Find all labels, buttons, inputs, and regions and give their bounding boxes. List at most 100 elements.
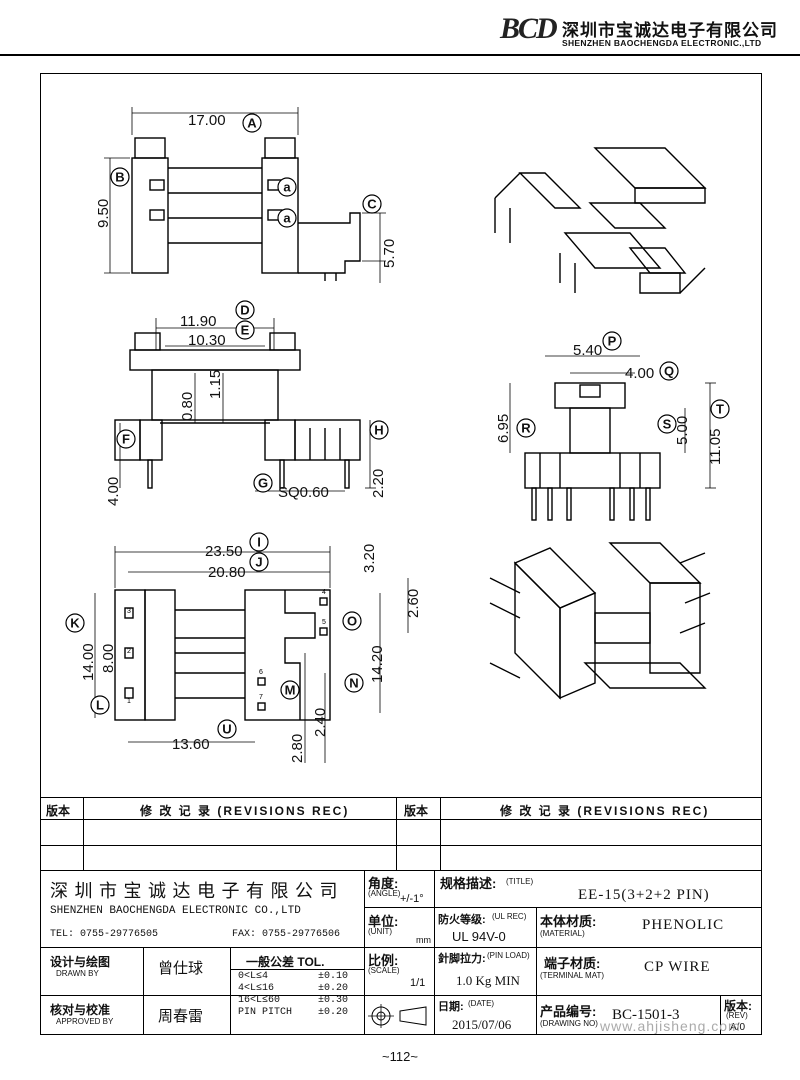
- dim-280: 2.80: [289, 734, 306, 763]
- tol-range: 4<L≤16: [238, 983, 275, 994]
- page-number: ~112~: [382, 1049, 418, 1064]
- pin-number-7: 7: [259, 694, 263, 701]
- bubble-j: J: [249, 552, 269, 572]
- bubble-l: L: [90, 695, 110, 715]
- projection-symbol: [368, 1004, 427, 1028]
- bubble-u: U: [217, 719, 237, 739]
- watermark: www.ahjisheng.com: [600, 1018, 741, 1034]
- tb-scale-value: 1/1: [410, 977, 426, 989]
- dim-q: 4.00: [625, 365, 654, 382]
- svg-text:K: K: [70, 616, 80, 631]
- dim-j: 20.80: [208, 564, 246, 581]
- header-rule: [0, 54, 800, 56]
- bubble-p: P: [602, 331, 622, 351]
- svg-text:J: J: [255, 555, 262, 570]
- dim-e: 10.30: [188, 332, 226, 349]
- tol-value: ±0.30: [318, 995, 349, 1006]
- tb-company-cn: 深 圳 市 宝 诚 达 电 子 有 限 公 司: [50, 881, 339, 901]
- bubble-b: B: [110, 167, 130, 187]
- top-view: [131, 137, 361, 281]
- tb-drawing-label: 产品编号:: [540, 1004, 597, 1019]
- drawing-frame: [40, 73, 762, 1035]
- tb-drawn-label: 设计与绘图: [50, 955, 111, 969]
- tb-date-en: (DATE): [468, 999, 495, 1008]
- svg-text:T: T: [716, 402, 724, 417]
- tb-ul-en: (UL REC): [492, 912, 527, 921]
- tb-tel: TEL: 0755-29776505: [50, 929, 159, 940]
- dim-b: 9.50: [95, 199, 112, 228]
- bubble-q: Q: [659, 361, 679, 381]
- svg-text:C: C: [367, 197, 377, 212]
- dim-c: 5.70: [381, 239, 398, 268]
- tb-ul-value: UL 94V-0: [452, 929, 506, 944]
- rev-col-version-right: 版本: [404, 804, 429, 818]
- svg-text:N: N: [349, 676, 358, 691]
- tb-drawn-value: 曾仕球: [158, 961, 204, 977]
- rev-col-record-right: 修 改 记 录 (REVISIONS REC): [500, 804, 710, 818]
- tb-drawing-en: (DRAWING NO): [540, 1019, 598, 1028]
- bubble-d: D: [235, 300, 255, 320]
- pin-number-1: 1: [127, 698, 131, 705]
- svg-text:B: B: [115, 170, 124, 185]
- bubble-a-2: a: [277, 208, 297, 228]
- tol-value: ±0.10: [318, 971, 349, 982]
- tb-rev-value: A/0: [730, 1022, 746, 1033]
- isometric-view-top: [494, 147, 707, 294]
- bubble-g: G: [253, 473, 273, 493]
- bubble-t: T: [710, 399, 730, 419]
- tb-angle-value: +/-1°: [400, 893, 424, 905]
- svg-text:S: S: [663, 417, 672, 432]
- svg-text:A: A: [247, 116, 257, 131]
- svg-text:M: M: [285, 683, 296, 698]
- tb-material-en: (MATERIAL): [540, 929, 585, 938]
- svg-text:a: a: [283, 180, 291, 195]
- tb-scale-en: (SCALE): [368, 966, 400, 975]
- tb-title-label: 规格描述:: [440, 876, 497, 891]
- dim-t: 11.05: [707, 429, 724, 465]
- bubble-a: A: [242, 113, 262, 133]
- tb-ul-label: 防火等级:: [438, 914, 486, 926]
- logo-mark: BCD: [500, 12, 558, 45]
- tb-company-en: SHENZHEN BAOCHENGDA ELECTRONIC CO.,LTD: [50, 905, 301, 917]
- svg-text:G: G: [258, 476, 268, 491]
- bubble-m: M: [280, 680, 300, 700]
- dim-u: 13.60: [172, 736, 210, 753]
- dim-080: 0.80: [179, 392, 196, 421]
- svg-text:U: U: [222, 722, 231, 737]
- svg-text:P: P: [608, 334, 617, 349]
- tb-material-label: 本体材质:: [540, 914, 597, 929]
- svg-text:I: I: [257, 535, 261, 550]
- svg-text:a: a: [283, 211, 291, 226]
- svg-text:R: R: [521, 421, 531, 436]
- tol-value: ±0.20: [318, 1007, 349, 1018]
- tb-angle-en: (ANGLE): [368, 889, 401, 898]
- tb-fax: FAX: 0755-29776506: [232, 929, 341, 940]
- tb-approved-label: 核对与校准: [50, 1003, 111, 1017]
- company-logo: BCD 深圳市宝诚达电子有限公司 SHENZHEN BAOCHENGDA ELE…: [500, 12, 790, 52]
- bubble-n: N: [344, 673, 364, 693]
- tb-approved-value: 周春雷: [158, 1009, 204, 1025]
- tb-date-label: 日期:: [438, 1001, 464, 1013]
- pin-number-5: 5: [322, 619, 326, 626]
- svg-text:D: D: [240, 303, 249, 318]
- side-view: [524, 382, 661, 521]
- rev-col-version-left: 版本: [46, 804, 71, 818]
- rev-col-record-left: 修 改 记 录 (REVISIONS REC): [140, 804, 350, 818]
- tb-material-value: PHENOLIC: [642, 917, 725, 933]
- bubble-s: S: [657, 414, 677, 434]
- tb-tol-title: 一般公差 TOL.: [246, 955, 325, 969]
- tb-scale-label: 比例:: [368, 953, 399, 968]
- dim-320: 3.20: [361, 544, 378, 573]
- tol-range: 0<L≤4: [238, 971, 269, 982]
- bubble-f: F: [116, 429, 136, 449]
- bubble-e: E: [235, 320, 255, 340]
- tb-approved-en: APPROVED BY: [56, 1017, 114, 1026]
- dim-n: 14.20: [369, 645, 386, 683]
- svg-text:Q: Q: [664, 364, 674, 379]
- bubble-i: I: [249, 532, 269, 552]
- svg-text:F: F: [122, 432, 130, 447]
- dim-i: 23.50: [205, 543, 243, 560]
- title-block: 版本 修 改 记 录 (REVISIONS REC) 版本 修 改 记 录 (R…: [40, 797, 762, 1035]
